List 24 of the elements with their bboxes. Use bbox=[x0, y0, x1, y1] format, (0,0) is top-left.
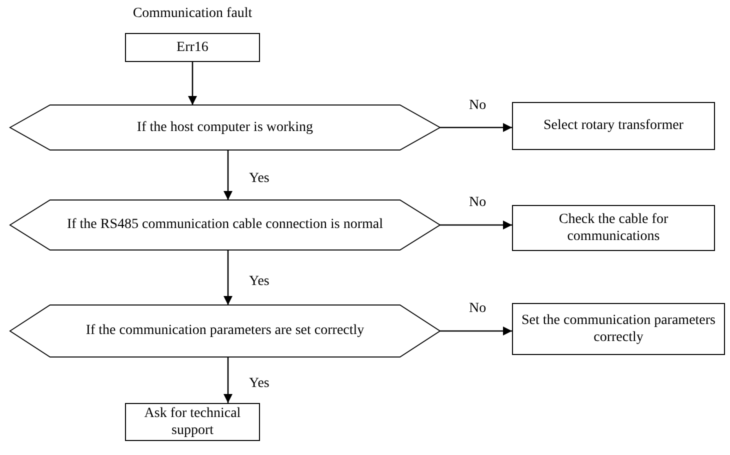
process-box bbox=[512, 205, 715, 251]
diagram-title: Communication fault bbox=[132, 6, 254, 22]
node-text: Set the communication parameters correctly bbox=[520, 312, 716, 346]
node-text: If the host computer is working bbox=[136, 118, 314, 136]
process-box bbox=[512, 102, 715, 150]
arrow bbox=[440, 123, 512, 132]
process-box bbox=[125, 33, 260, 62]
node-text: If the communication parameters are set correctly bbox=[84, 322, 366, 340]
node-text: If the RS485 communication cable connection is normal bbox=[66, 216, 384, 234]
node-text: Ask for technical support bbox=[143, 404, 242, 440]
decision-hexagon bbox=[10, 105, 440, 150]
arrow bbox=[440, 326, 512, 336]
node-text: Check the cable for communications bbox=[558, 210, 670, 246]
process-box bbox=[512, 303, 725, 355]
decision-hexagon bbox=[10, 200, 440, 250]
decision-hexagon bbox=[10, 305, 440, 357]
node-text: Err16 bbox=[176, 38, 210, 56]
arrow bbox=[224, 250, 232, 305]
arrow bbox=[440, 220, 512, 230]
process-box bbox=[125, 403, 260, 441]
node-text: Select rotary transformer bbox=[542, 117, 684, 135]
arrow bbox=[188, 62, 197, 105]
arrow bbox=[224, 357, 232, 403]
arrow bbox=[224, 150, 232, 200]
